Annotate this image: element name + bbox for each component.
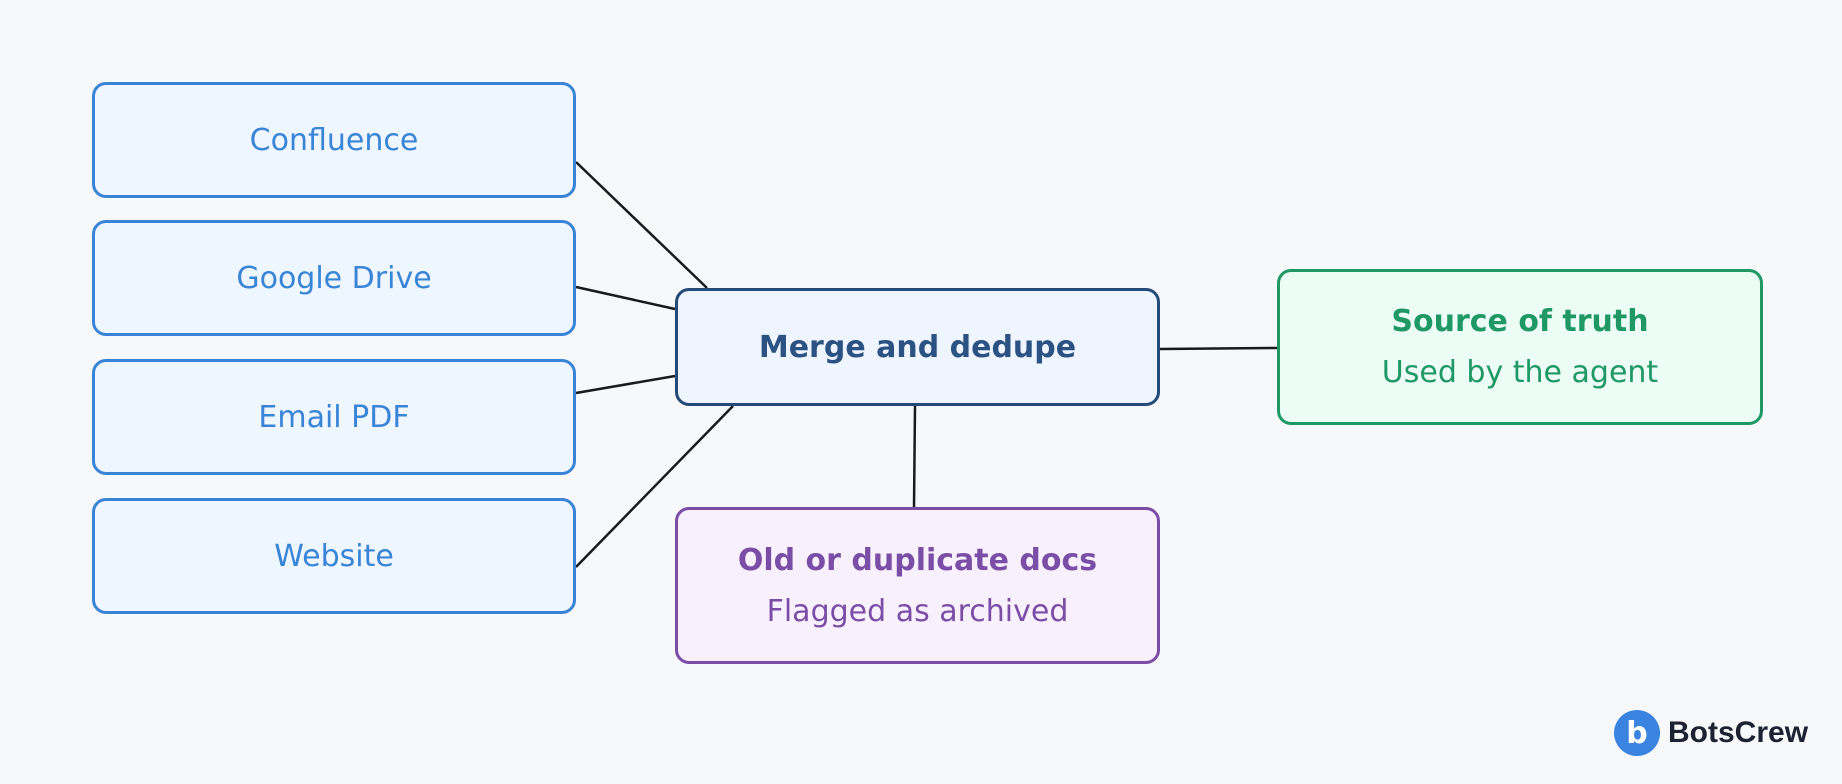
merge-node: Merge and dedupe — [675, 288, 1160, 406]
brand-name: BotsCrew — [1668, 716, 1809, 749]
source-node-google-drive: Google Drive — [92, 220, 576, 336]
source-label: Google Drive — [236, 260, 432, 296]
source-label: Confluence — [249, 122, 419, 158]
brand-logo: b BotsCrew — [1614, 710, 1808, 756]
connector-confluence-merge — [575, 161, 708, 289]
archived-docs-node: Old or duplicate docs Flagged as archive… — [675, 507, 1160, 664]
source-label: Email PDF — [258, 399, 410, 435]
source-node-email-pdf: Email PDF — [92, 359, 576, 475]
source-node-website: Website — [92, 498, 576, 614]
botscrew-logo-icon: b — [1614, 710, 1660, 756]
connector-merge-truth — [1159, 346, 1278, 351]
connector-google-drive-merge — [575, 285, 676, 311]
connector-email-pdf-merge — [575, 374, 676, 395]
merge-label: Merge and dedupe — [758, 329, 1077, 365]
archived-docs-subtitle: Flagged as archived — [766, 593, 1069, 629]
connector-merge-archive — [912, 405, 917, 508]
source-label: Website — [274, 538, 394, 574]
connector-website-merge — [575, 405, 734, 568]
source-node-confluence: Confluence — [92, 82, 576, 198]
source-of-truth-subtitle: Used by the agent — [1381, 355, 1659, 390]
source-of-truth-node: Source of truth Used by the agent — [1277, 269, 1763, 425]
archived-docs-title: Old or duplicate docs — [737, 542, 1098, 578]
source-of-truth-title: Source of truth — [1391, 304, 1649, 339]
